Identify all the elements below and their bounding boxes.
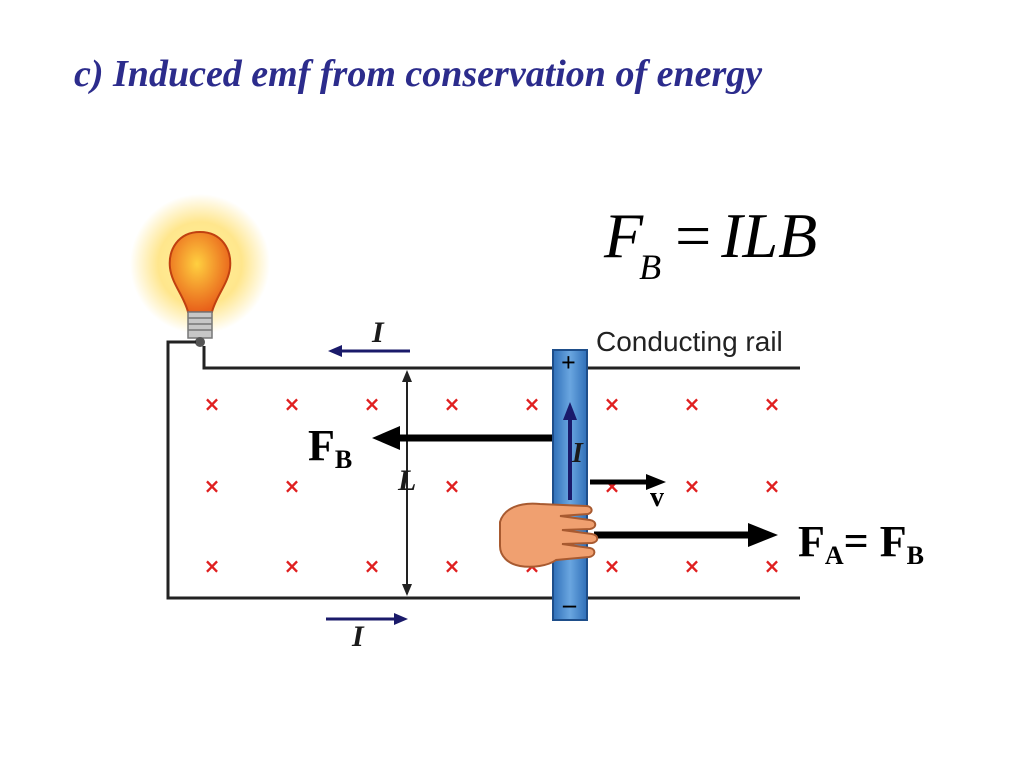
- force-formula: FB=ILB: [604, 204, 817, 286]
- field-marker: ×: [684, 392, 701, 416]
- formula-lhs-subscript: B: [639, 247, 662, 287]
- field-marker: ×: [764, 554, 781, 578]
- rod-positive-sign: +: [561, 348, 576, 377]
- circuit-wires: [166, 340, 800, 600]
- field-marker: ×: [444, 554, 461, 578]
- field-marker: ×: [604, 474, 621, 498]
- force-a-arrow: [594, 523, 778, 547]
- field-marker: ×: [684, 474, 701, 498]
- force-b-symbol: F: [308, 421, 335, 470]
- hand-icon: [499, 502, 599, 568]
- moving-rod: [552, 349, 588, 621]
- field-marker: ×: [684, 554, 701, 578]
- field-marker: ×: [284, 474, 301, 498]
- field-marker: ×: [764, 474, 781, 498]
- field-marker: ×: [604, 392, 621, 416]
- formula-equals: =: [675, 200, 712, 271]
- current-arrow-top: [328, 345, 410, 357]
- rod-negative-sign: –: [563, 590, 576, 619]
- field-marker: ×: [524, 392, 541, 416]
- force-b-symbol-right: F: [879, 517, 907, 566]
- length-label: L: [398, 464, 417, 497]
- field-marker: ×: [204, 554, 221, 578]
- field-marker: ×: [444, 474, 461, 498]
- force-a-symbol: F: [798, 517, 825, 566]
- velocity-arrow: [590, 474, 666, 490]
- formula-rhs: ILB: [721, 200, 818, 271]
- field-marker: ×: [204, 474, 221, 498]
- velocity-label: v: [650, 482, 664, 513]
- field-marker: ×: [604, 554, 621, 578]
- magnetic-field-markers: ××××××××××××××××××××××: [204, 392, 781, 578]
- field-marker: ×: [364, 392, 381, 416]
- force-balance-equals: =: [843, 517, 880, 566]
- force-b-label: FB: [308, 420, 353, 474]
- current-label-rod: I: [572, 438, 583, 469]
- force-b-arrow: [372, 426, 556, 450]
- current-label-bottom: I: [352, 620, 364, 653]
- force-b-subscript: B: [334, 445, 353, 474]
- field-marker: ×: [364, 554, 381, 578]
- field-marker: ×: [204, 392, 221, 416]
- formula-lhs: F: [604, 200, 644, 271]
- conducting-rail-label: Conducting rail: [596, 326, 783, 357]
- light-bulb-icon: [130, 194, 270, 347]
- force-balance-label: FA= FB: [798, 516, 924, 570]
- page-title: c) Induced emf from conservation of ener…: [74, 53, 763, 95]
- field-marker: ×: [764, 392, 781, 416]
- field-marker: ×: [444, 392, 461, 416]
- field-marker: ×: [284, 392, 301, 416]
- field-marker: ×: [284, 554, 301, 578]
- force-b-subscript-right: B: [906, 541, 924, 570]
- current-arrow-bottom: [326, 613, 408, 625]
- length-dimension: [402, 370, 412, 596]
- current-label-top: I: [372, 316, 384, 349]
- force-a-subscript: A: [824, 541, 844, 570]
